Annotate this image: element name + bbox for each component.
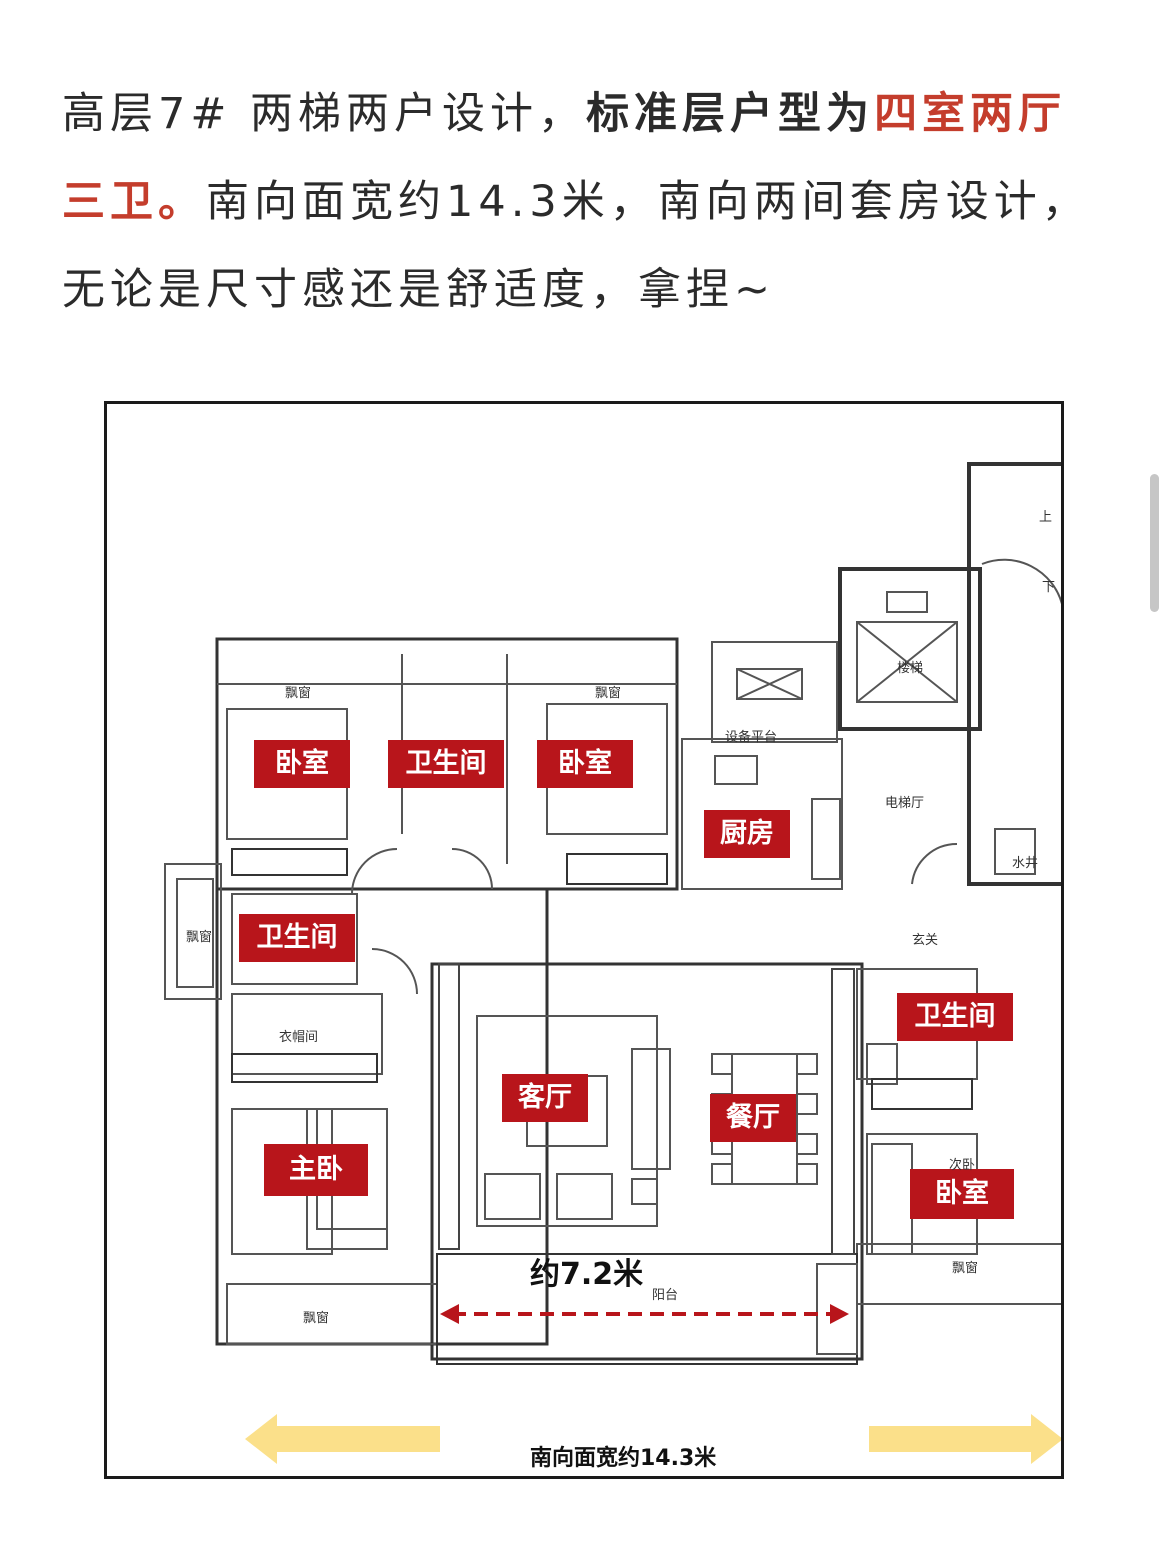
article-paragraph: 高层7# 两梯两户设计，标准层户型为四室两厅三卫。南向面宽约14.3米，南向两间… — [62, 70, 1112, 334]
room-label-bathroom-east: 卫生间 — [897, 993, 1013, 1041]
text-segment-layout-highlight: 四室两厅三卫。 — [62, 89, 1067, 227]
text-segment-detail: 南向面宽约14.3米，南向两间套房设计，无论是尺寸感还是舒适度，拿捏~ — [62, 177, 1090, 315]
text-segment-standard-floor: 标准层户型为 — [586, 89, 875, 139]
plan-text-equipment-platform: 设备平台 — [725, 730, 778, 745]
room-label-dining-room: 餐厅 — [710, 1094, 796, 1142]
room-label-master-bedroom: 主卧 — [264, 1144, 368, 1196]
plan-text-stair-up: 上 — [1039, 510, 1053, 525]
room-label-living-room: 客厅 — [502, 1074, 588, 1122]
floor-plan-image: 卧室 卫生间 卧室 厨房 卫生间 客厅 餐厅 卫生间 主卧 卧室 飘窗 飘窗 飘… — [104, 401, 1064, 1479]
plan-text-second-bedroom: 次卧 — [949, 1158, 976, 1173]
plan-text-entrance: 玄关 — [912, 933, 939, 948]
plan-text-closet: 衣帽间 — [279, 1030, 319, 1045]
room-label-bedroom-north: 卧室 — [537, 740, 633, 788]
floor-plan-drawing — [164, 462, 1061, 1464]
room-label-bathroom-west: 卫生间 — [239, 914, 355, 962]
text-segment-intro: 高层7# 两梯两户设计， — [62, 89, 587, 139]
plan-text-stair-down: 下 — [1042, 580, 1056, 595]
plan-text-balcony: 阳台 — [652, 1288, 679, 1303]
dimension-label-living-width: 约7.2米 — [530, 1257, 644, 1292]
frontage-label: 南向面宽约14.3米 — [530, 1446, 717, 1471]
room-label-bedroom-se: 卧室 — [910, 1169, 1014, 1219]
scrollbar-thumb[interactable] — [1150, 474, 1159, 612]
plan-text-elevator-hall: 电梯厅 — [885, 796, 925, 811]
plan-text-bay-window: 飘窗 — [186, 930, 213, 945]
plan-text-stair: 楼梯 — [897, 661, 924, 676]
room-label-bathroom-north: 卫生间 — [388, 740, 504, 788]
plan-text-bay-window: 飘窗 — [595, 686, 622, 701]
plan-text-bay-window: 飘窗 — [303, 1311, 330, 1326]
plan-text-bay-window: 飘窗 — [285, 686, 312, 701]
plan-text-bay-window: 飘窗 — [952, 1261, 979, 1276]
plan-text-water-well: 水井 — [1012, 856, 1039, 871]
room-label-bedroom-nw: 卧室 — [254, 740, 350, 788]
room-label-kitchen: 厨房 — [704, 810, 790, 858]
